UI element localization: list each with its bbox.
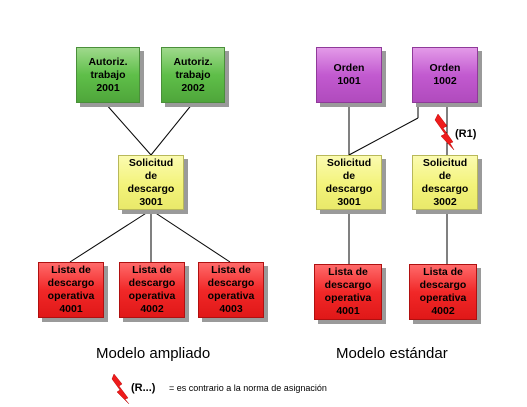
- conflict-label-r1: (R1): [455, 128, 477, 140]
- list-node-4001-right: Lista de descargo operativa 4001: [314, 264, 382, 320]
- lightning-bolt-icon: [434, 113, 455, 151]
- connector-auth2001-request3001: [104, 102, 152, 156]
- request-node-3001-left: Solicitud de descargo 3001: [118, 155, 184, 210]
- list-node-4002-right: Lista de descargo operativa 4002: [409, 264, 477, 320]
- legend-lightning-bolt-icon: [111, 373, 130, 405]
- list-node-4001-left: Lista de descargo operativa 4001: [38, 262, 104, 318]
- connector-request3001-list4001: [69, 209, 152, 263]
- list-node-4003-left: Lista de descargo operativa 4003: [198, 262, 264, 318]
- authorization-node-2002: Autoriz. trabajo 2002: [161, 47, 225, 103]
- request-node-3001-right: Solicitud de descargo 3001: [316, 155, 382, 210]
- authorization-node-2001: Autoriz. trabajo 2001: [76, 47, 140, 103]
- list-node-4002-left: Lista de descargo operativa 4002: [119, 262, 185, 318]
- caption-left-model: Modelo ampliado: [96, 345, 211, 362]
- order-node-1001: Orden 1001: [316, 47, 382, 103]
- legend-text: = es contrario a la norma de asignación: [169, 383, 327, 393]
- connector-auth2002-request3001: [150, 102, 194, 156]
- connector-request3001-list4003: [150, 209, 231, 263]
- caption-right-model: Modelo estándar: [336, 345, 448, 362]
- order-node-1002: Orden 1002: [412, 47, 478, 103]
- legend-symbol-label: (R...): [131, 382, 156, 394]
- request-node-3002: Solicitud de descargo 3002: [412, 155, 478, 210]
- connector-order1002-request3001-diag: [348, 117, 419, 156]
